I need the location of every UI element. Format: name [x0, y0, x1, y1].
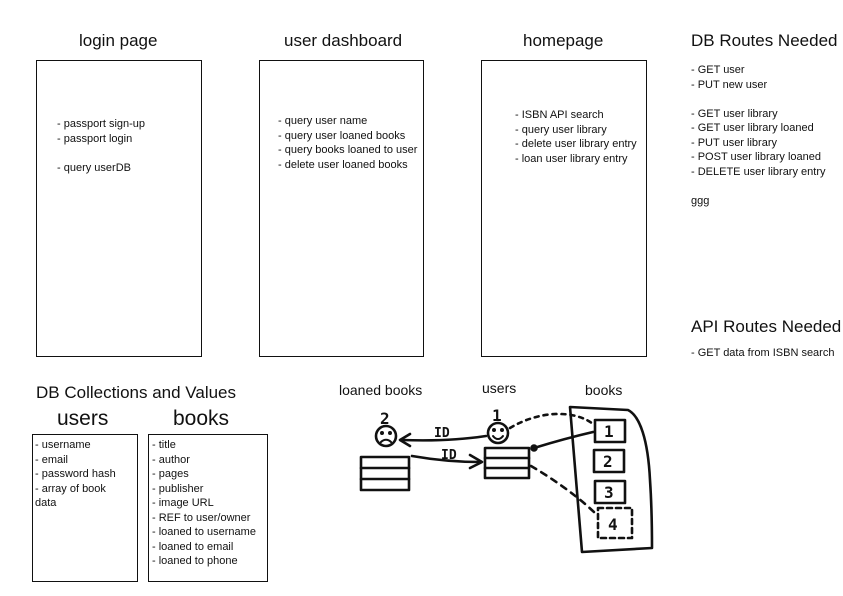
api-routes-list: - GET data from ISBN search [691, 346, 834, 361]
list-item: - passport login [57, 132, 133, 145]
list-item: data [35, 497, 57, 509]
books-collection-title: books [173, 407, 230, 430]
users-sketch-label: users [482, 380, 517, 396]
book-1-label: 1 [604, 422, 614, 441]
list-item: - image URL [152, 497, 214, 509]
list-item: - title [152, 439, 176, 451]
loaned-number-label: 2 [380, 409, 390, 428]
list-item: - loaned to email [152, 540, 234, 553]
list-item: - delete user loaned books [278, 158, 408, 171]
list-item: - array of book [35, 482, 106, 495]
book-3-label: 3 [604, 483, 614, 502]
list-item: - PUT new user [691, 78, 768, 91]
books-fields-list: - title - author - pages - publisher - i… [152, 438, 256, 569]
list-item: - query user name [278, 115, 368, 127]
list-item: - query userDB [57, 161, 131, 174]
homepage-panel [481, 60, 647, 357]
list-item: - username [35, 439, 91, 451]
list-item: - PUT user library [691, 136, 777, 149]
list-item: - loaned to phone [152, 555, 238, 567]
login-page-panel [36, 60, 202, 357]
list-item: - query user library [515, 123, 607, 136]
db-routes-title: DB Routes Needed [691, 31, 838, 50]
loaned-books-label: loaned books [339, 382, 423, 398]
user-dashboard-panel [259, 60, 424, 357]
book-slot-3 [593, 479, 627, 505]
id-bottom-label: ID [441, 448, 457, 463]
book-slot-2 [592, 448, 626, 474]
login-page-list: - passport sign-up - passport login - qu… [57, 117, 145, 175]
list-item: - email [35, 453, 69, 466]
happy-face-icon [486, 421, 510, 445]
users-collection-title: users [57, 407, 109, 430]
user-number-label: 1 [492, 406, 502, 425]
list-item: - publisher [152, 482, 204, 495]
list-item: - GET user library [691, 107, 778, 120]
users-collection-box [32, 434, 138, 582]
list-item: - POST user library loaned [691, 151, 822, 163]
books-container [568, 405, 654, 554]
users-fields-list: - username - email - password hash - arr… [35, 438, 116, 511]
list-item: - ISBN API search [515, 109, 604, 121]
list-item: - GET user library loaned [691, 122, 814, 134]
list-item: ggg [691, 194, 710, 207]
list-item: - pages [152, 468, 189, 480]
book-4-label: 4 [608, 515, 618, 534]
user-dashboard-title: user dashboard [284, 31, 403, 50]
loaned-books-tray [359, 455, 411, 492]
id-arrow-bottom [410, 454, 482, 464]
list-item: - REF to user/owner [152, 511, 251, 524]
list-item: - delete user library entry [515, 138, 637, 150]
list-item: - GET data from ISBN search [691, 347, 835, 359]
book-2-label: 2 [603, 452, 613, 471]
id-top-label: ID [434, 426, 450, 441]
list-item: - GET user [691, 64, 745, 76]
login-page-title: login page [79, 31, 158, 50]
list-item: - loaned to username [152, 526, 256, 538]
list-item: - author [152, 453, 190, 466]
sad-face-icon [374, 424, 398, 448]
books-collection-box [148, 434, 268, 582]
homepage-list: - ISBN API search - query user library -… [515, 108, 637, 166]
users-tray [483, 446, 531, 480]
collections-title: DB Collections and Values [36, 383, 237, 402]
list-item: - passport sign-up [57, 118, 146, 130]
list-item: - DELETE user library entry [691, 165, 826, 178]
book-slot-4 [596, 506, 634, 540]
homepage-title: homepage [523, 31, 604, 50]
id-arrow-top [400, 434, 488, 442]
list-item: - query user loaned books [278, 129, 406, 142]
list-item: - query books loaned to user [278, 144, 418, 156]
api-routes-title: API Routes Needed [691, 317, 842, 336]
list-item: - loan user library entry [515, 152, 628, 165]
book-slot-1 [593, 418, 627, 444]
user-dashboard-list: - query user name - query user loaned bo… [278, 114, 417, 172]
db-routes-list: - GET user - PUT new user - GET user lib… [691, 63, 825, 208]
books-sketch-label: books [585, 382, 623, 398]
list-item: - password hash [35, 468, 116, 480]
